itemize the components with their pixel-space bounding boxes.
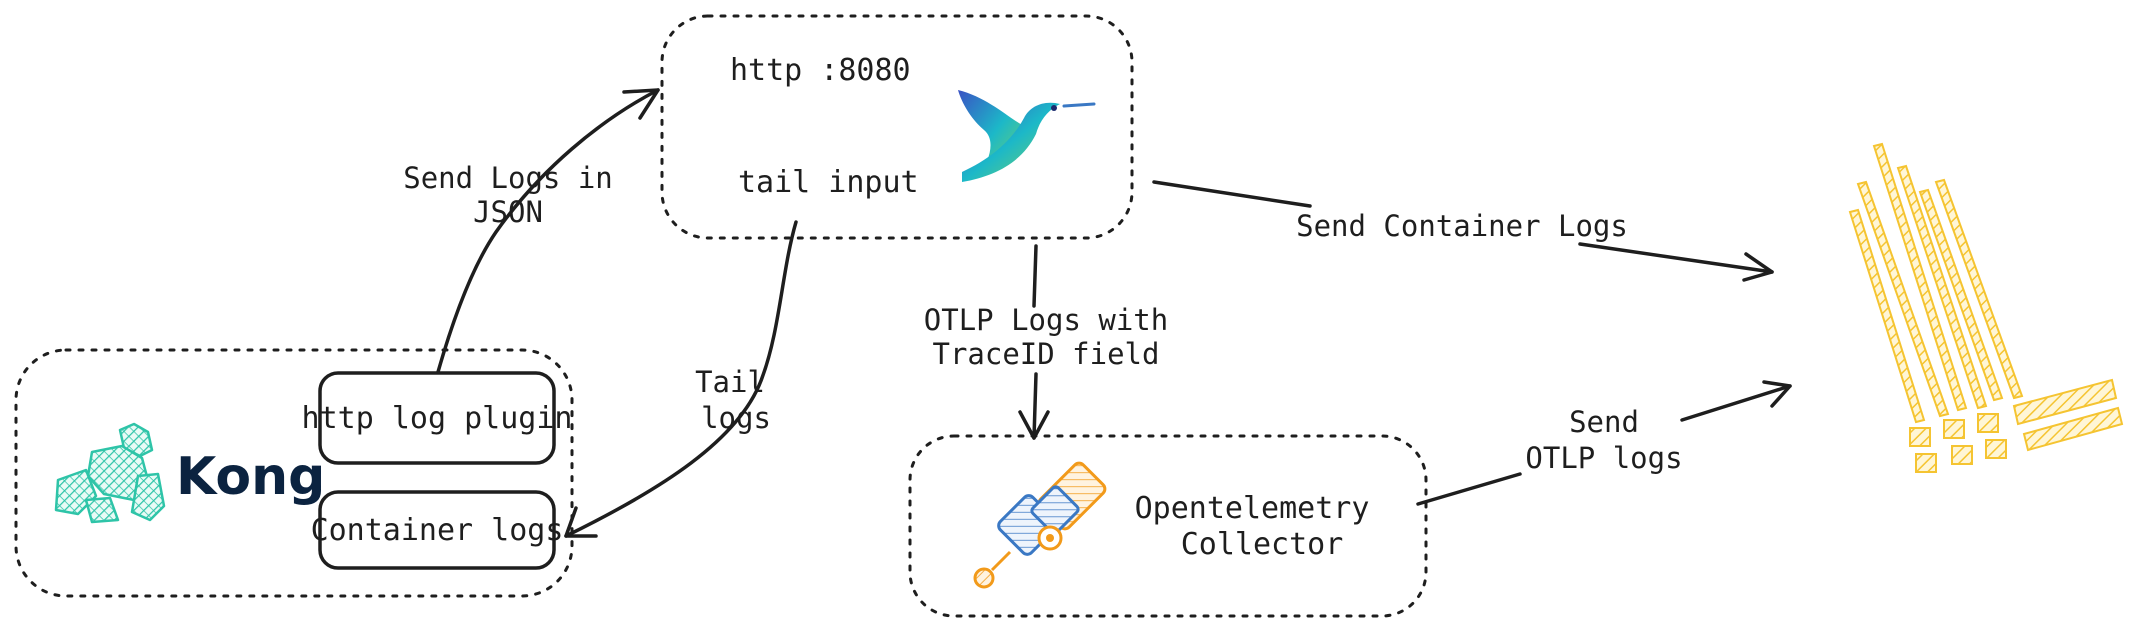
http-input-label: http :8080 [730,53,911,88]
otel-collector-box [908,434,1428,618]
http-log-plugin-label: http log plugin [302,401,573,436]
send-json-label-line2: JSON [473,195,543,229]
container-logs-label: Container logs [311,513,564,548]
send-otlp-label-line2: OTLP logs [1525,441,1682,475]
tail-logs-label-line2: logs [701,401,771,435]
otlp-label-line2: TraceID field [933,337,1160,371]
kong-node: Kong http log plugin Container logs [14,348,574,598]
loki-logo-icon [1848,142,2124,473]
edge-send-container-logs: Send Container Logs [1152,180,1774,282]
fluentbit-node: http :8080 tail input [660,14,1134,240]
container-logs-edge-label: Send Container Logs [1296,209,1628,243]
kong-logo-text: Kong [176,447,325,507]
otlp-label-line1: OTLP Logs with [924,303,1168,337]
hummingbird-icon [958,90,1096,182]
send-otlp-label-line1: Send [1569,405,1639,439]
otel-label-line2: Collector [1181,527,1344,562]
send-json-label-line1: Send Logs in [403,161,613,195]
fluentbit-box [660,14,1134,240]
container-logs-box [318,490,556,570]
edge-send-otlp-logs: Send OTLP logs [1416,380,1792,506]
edge-otlp-traceid: OTLP Logs with TraceID field [924,244,1168,440]
tail-logs-label-line1: Tail [695,365,765,399]
edge-send-json: Send Logs in JSON [403,88,660,374]
kong-box [14,348,574,598]
telescope-icon [973,461,1107,589]
otel-label-line1: Opentelemetry [1135,491,1370,526]
edge-tail-logs: Tail logs [564,220,798,538]
kong-gorilla-icon [54,422,166,524]
otel-collector-node: Opentelemetry Collector [908,434,1428,618]
tail-input-label: tail input [738,165,919,200]
